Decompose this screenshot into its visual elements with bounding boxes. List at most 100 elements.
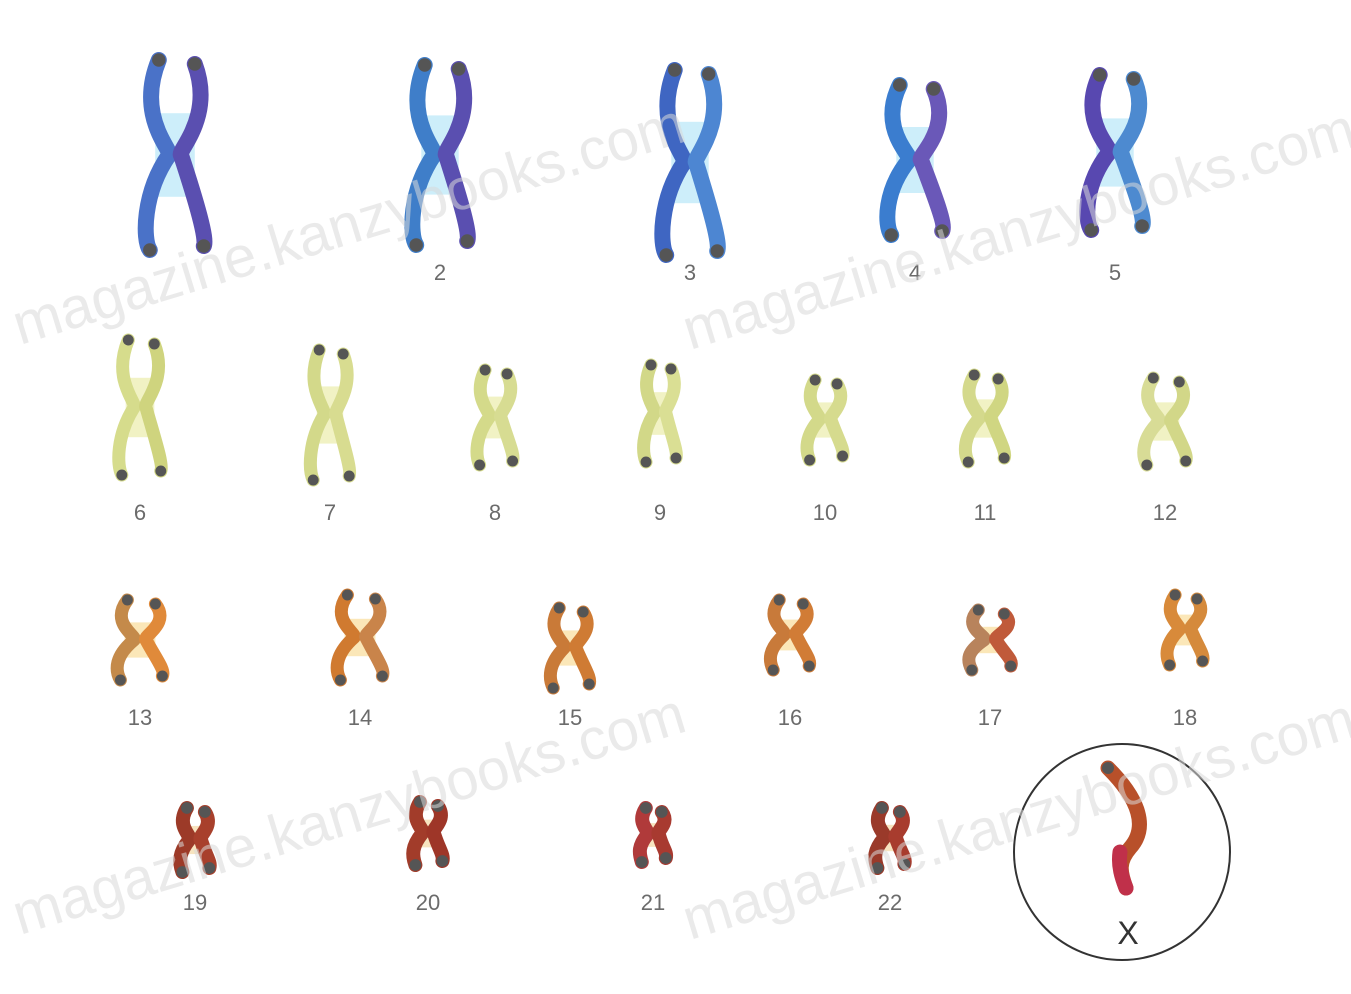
pair-label: 6 [134,500,146,525]
telomere-tip [668,63,681,76]
watermark-text: magazine.kanzybooks.com [675,686,1351,953]
chromosome-pair-6: 6 [116,335,166,525]
chromosome-pair-12: 12 [1141,373,1191,525]
pair-label: 20 [416,890,440,915]
chromatid-left [807,380,819,460]
telomere-tip [314,345,325,356]
telomere-tip [460,234,473,247]
telomere-tip [768,665,779,676]
telomere-tip [554,603,565,614]
pair-label: 11 [974,500,997,525]
telomere-tip [656,806,668,818]
chromosome-pair-21: 21 [636,802,672,915]
telomere-tip [973,605,984,616]
telomere-tip [774,595,785,606]
telomere-tip [646,360,657,371]
telomere-tip [1005,661,1016,672]
telomere-tip [1164,660,1175,671]
chromatid-left [1167,595,1179,665]
watermark-text: magazine.kanzybooks.com [5,91,693,358]
telomere-tip [702,67,715,80]
telomere-tip [502,369,513,380]
pair-label: 9 [654,500,666,525]
telomere-tip [1141,460,1152,471]
telomere-tip [810,375,821,386]
pair-label: 3 [684,260,696,285]
pair-label: 18 [1173,705,1197,730]
telomere-tip [659,248,672,261]
chromosome-pair-10: 10 [804,375,848,525]
telomere-tip [969,370,980,381]
telomere-tip [409,238,422,251]
pair-label: 13 [128,705,152,730]
chromatid-right [665,369,676,458]
telomere-tip [342,590,353,601]
telomere-tip [640,802,652,814]
chromosome-pair-7: 7 [308,345,355,525]
telomere-tip [893,78,906,91]
pair-label: 10 [813,500,837,525]
chromatid-right [501,374,514,461]
chromatid-right [996,614,1012,666]
pair-label: 14 [348,705,372,730]
telomere-tip [452,62,465,75]
chromosome-pair-14: 14 [335,590,388,730]
telomere-tip [410,859,422,871]
chromatid-right [796,604,810,666]
telomere-tip [999,609,1010,620]
chromatid-left [337,595,354,680]
telomere-tip [999,453,1010,464]
telomere-tip [507,456,518,467]
pair-label: 7 [324,500,336,525]
watermark-text: magazine.kanzybooks.com [675,96,1351,363]
telomere-tip [578,607,589,618]
telomere-tip [115,675,126,686]
telomere-tip [660,852,672,864]
telomere-tip [927,82,940,95]
chromosome-pair-16: 16 [768,595,815,730]
chromatid-left [644,365,655,462]
pair-label: 21 [641,890,665,915]
telomere-tip [122,595,133,606]
telomere-tip [480,365,491,376]
telomere-tip [641,457,652,468]
chromatid-left [477,370,489,465]
chromatid-left [310,350,324,480]
pair-label: 2 [434,260,446,285]
telomere-tip [335,675,346,686]
telomere-tip [1197,656,1208,667]
x-chromosome-band [1119,852,1126,888]
pair-label: 12 [1153,500,1177,525]
telomere-tip [157,671,168,682]
telomere-tip [993,374,1004,385]
telomere-tip [804,661,815,672]
chromosome-pair-1 [143,53,210,256]
telomere-tip [474,460,485,471]
chromosome-pair-13: 13 [115,595,168,730]
chromosome-pair-11: 11 [963,370,1010,525]
telomere-tip [370,594,381,605]
chromatid-left [119,340,135,475]
chromosome-pair-18: 18 [1164,590,1208,730]
telomere-tip [152,53,165,66]
telomere-tip [894,806,906,818]
chromatid-right [658,812,666,858]
telomere-tip [116,470,127,481]
telomere-tip [377,671,388,682]
telomere-tip [798,599,809,610]
telomere-tip [584,679,595,690]
chromatid-right [1191,599,1204,661]
chromatid-left [770,600,784,670]
telomere-tip [1170,590,1181,601]
telomere-tip [338,349,349,360]
telomere-tip [966,665,977,676]
telomere-tip [344,471,355,482]
chromosome-pair-9: 9 [641,360,682,525]
chromosome-pair-8: 8 [474,365,518,525]
telomere-tip [1174,377,1185,388]
telomere-tip [1192,594,1203,605]
telomere-tip [1180,456,1191,467]
telomere-tip [150,599,161,610]
telomere-tip [308,475,319,486]
telomere-tip [199,806,211,818]
